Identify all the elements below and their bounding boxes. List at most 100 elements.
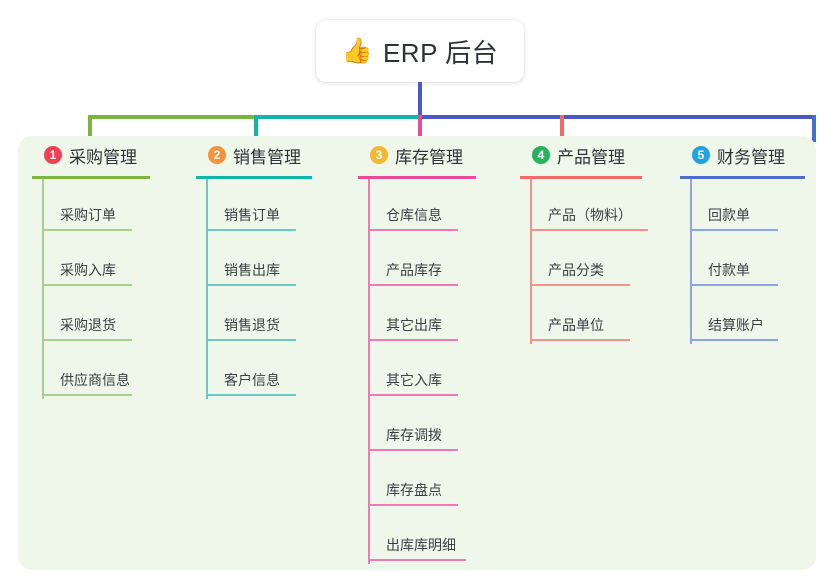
- branch-item[interactable]: 产品分类: [520, 234, 642, 289]
- branch-item[interactable]: 其它入库: [358, 344, 476, 399]
- thumbs-up-icon: 👍: [341, 36, 373, 65]
- branch-spine-2: [206, 179, 208, 399]
- branch-item-underline: [42, 394, 132, 396]
- branch-item[interactable]: 产品（物料）: [520, 179, 648, 234]
- branch-column-2: 2 销售管理销售订单销售出库销售退货客户信息: [196, 142, 312, 399]
- branch-item-label: 产品（物料）: [548, 207, 632, 223]
- diagram-canvas: [18, 136, 816, 570]
- branch-header-3[interactable]: 3 库存管理: [358, 142, 476, 168]
- branch-item-label: 供应商信息: [60, 372, 130, 388]
- branch-item-underline: [368, 559, 466, 561]
- branch-item[interactable]: 库存调拨: [358, 399, 476, 454]
- branch-item-label: 产品库存: [386, 262, 442, 278]
- branch-item[interactable]: 产品单位: [520, 289, 642, 344]
- connector-drop-branch-4: [560, 115, 564, 142]
- branch-badge-1: 1: [44, 146, 62, 164]
- branch-item-underline: [206, 229, 296, 231]
- branch-item-underline: [530, 229, 648, 231]
- branch-item-underline: [690, 284, 778, 286]
- branch-item-label: 客户信息: [224, 372, 280, 388]
- branch-badge-4: 4: [532, 146, 550, 164]
- branch-item-label: 结算账户: [708, 317, 764, 333]
- branch-item-label: 销售出库: [224, 262, 280, 278]
- branch-badge-2: 2: [208, 146, 226, 164]
- branch-item-underline: [368, 339, 458, 341]
- branch-item[interactable]: 产品库存: [358, 234, 476, 289]
- branch-item-label: 仓库信息: [386, 207, 442, 223]
- branch-item-label: 采购订单: [60, 207, 116, 223]
- branch-spine-4: [530, 179, 532, 344]
- root-node[interactable]: 👍 ERP 后台: [316, 20, 524, 82]
- connector-drop-branch-2: [254, 115, 258, 142]
- branch-badge-3: 3: [370, 146, 388, 164]
- branch-title-1: 采购管理: [69, 147, 137, 167]
- branch-header-4[interactable]: 4 产品管理: [520, 142, 642, 168]
- branch-title-3: 库存管理: [395, 147, 463, 167]
- branch-item[interactable]: 回款单: [680, 179, 805, 234]
- connector-drop-branch-1: [88, 115, 92, 142]
- branch-item[interactable]: 销售出库: [196, 234, 312, 289]
- branch-item-label: 采购入库: [60, 262, 116, 278]
- root-title: ERP 后台: [382, 37, 499, 68]
- branch-spine-3: [368, 179, 370, 564]
- branch-item-underline: [368, 504, 458, 506]
- branch-item[interactable]: 采购订单: [32, 179, 150, 234]
- branch-item-underline: [530, 339, 630, 341]
- branch-spine-1: [42, 179, 44, 399]
- branch-body-1: 采购订单采购入库采购退货供应商信息: [32, 179, 150, 399]
- branch-item-underline: [206, 284, 296, 286]
- branch-item[interactable]: 采购入库: [32, 234, 150, 289]
- branch-item-underline: [368, 284, 458, 286]
- branch-item-label: 其它出库: [386, 317, 442, 333]
- branch-item[interactable]: 结算账户: [680, 289, 805, 344]
- branch-item-underline: [690, 229, 778, 231]
- branch-item-underline: [368, 394, 458, 396]
- branch-body-4: 产品（物料） 产品分类产品单位: [520, 179, 648, 344]
- branch-item[interactable]: 仓库信息: [358, 179, 476, 234]
- connector-bar-green: [88, 115, 256, 119]
- branch-body-5: 回款单付款单结算账户: [680, 179, 805, 344]
- branch-item[interactable]: 库存盘点: [358, 454, 476, 509]
- branch-title-4: 产品管理: [557, 147, 625, 167]
- branch-item[interactable]: 其它出库: [358, 289, 476, 344]
- branch-item[interactable]: 销售订单: [196, 179, 312, 234]
- branch-item[interactable]: 客户信息: [196, 344, 312, 399]
- root-stem-connector: [418, 82, 422, 119]
- connector-drop-branch-3: [418, 115, 422, 142]
- branch-item[interactable]: 出库库明细: [358, 509, 476, 564]
- branch-item-label: 采购退货: [60, 317, 116, 333]
- branch-item-label: 出库库明细: [386, 537, 456, 553]
- connector-drop-branch-5: [812, 115, 816, 142]
- branch-item[interactable]: 采购退货: [32, 289, 150, 344]
- branch-column-1: 1 采购管理采购订单采购入库采购退货供应商信息: [32, 142, 150, 399]
- branch-body-3: 仓库信息产品库存其它出库其它入库库存调拨库存盘点出库库明细: [358, 179, 476, 564]
- branch-item[interactable]: 付款单: [680, 234, 805, 289]
- branch-item-underline: [206, 394, 296, 396]
- branch-item-underline: [42, 284, 132, 286]
- connector-bar-indigo: [418, 115, 816, 119]
- branch-item[interactable]: 供应商信息: [32, 344, 150, 399]
- connector-bar-teal: [254, 115, 420, 119]
- branch-item-label: 回款单: [708, 207, 750, 223]
- branch-title-2: 销售管理: [233, 147, 301, 167]
- branch-header-2[interactable]: 2 销售管理: [196, 142, 312, 168]
- branch-item-label: 库存调拨: [386, 427, 442, 443]
- branch-underline-4: [520, 176, 642, 179]
- branch-column-4: 4 产品管理产品（物料） 产品分类产品单位: [520, 142, 648, 344]
- branch-header-1[interactable]: 1 采购管理: [32, 142, 150, 168]
- branch-item[interactable]: 销售退货: [196, 289, 312, 344]
- branch-column-3: 3 库存管理仓库信息产品库存其它出库其它入库库存调拨库存盘点出库库明细: [358, 142, 476, 564]
- branch-underline-2: [196, 176, 312, 179]
- branch-item-underline: [368, 449, 458, 451]
- branch-body-2: 销售订单销售出库销售退货客户信息: [196, 179, 312, 399]
- branch-item-underline: [42, 339, 132, 341]
- branch-item-underline: [206, 339, 296, 341]
- branch-item-label: 付款单: [708, 262, 750, 278]
- branch-title-5: 财务管理: [717, 147, 785, 167]
- branch-item-underline: [368, 229, 458, 231]
- branch-item-label: 其它入库: [386, 372, 442, 388]
- branch-item-underline: [690, 339, 778, 341]
- branch-item-underline: [530, 284, 630, 286]
